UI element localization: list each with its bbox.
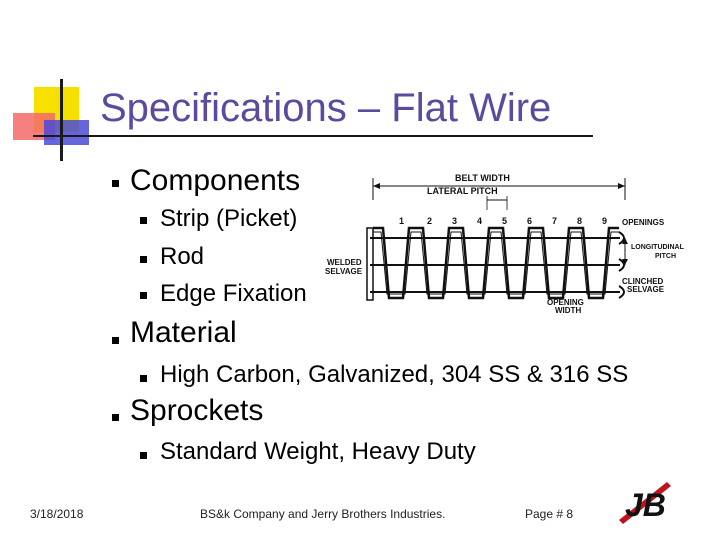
- picket-inner: [373, 231, 619, 295]
- opening-number: 9: [602, 216, 607, 226]
- bullet-marker: [140, 375, 147, 382]
- bullet-marker: [140, 217, 147, 224]
- welded-selvage: [366, 227, 374, 301]
- logo-letters: JB: [625, 487, 666, 523]
- opening-number: 8: [577, 216, 582, 226]
- arrow-head: [618, 183, 625, 189]
- bullet-marker: [140, 292, 147, 299]
- picket: [373, 226, 619, 300]
- jb-logo: JB: [619, 482, 671, 524]
- label-belt-width: BELT WIDTH: [455, 173, 510, 183]
- bullet-strip: Strip (Picket): [160, 205, 298, 232]
- bullet-rod: Rod: [160, 243, 205, 270]
- bullet-marker: [112, 337, 119, 344]
- opening-number: 4: [477, 216, 482, 226]
- label-welded: WELDED: [327, 258, 362, 267]
- footer-page-number: Page # 8: [525, 507, 574, 521]
- bullet-marker: [140, 452, 147, 459]
- bullet-marker: [112, 180, 119, 187]
- bullet-sprockets: Sprockets: [130, 394, 264, 427]
- label-clinched: CLINCHED: [622, 277, 664, 286]
- label-opening: OPENING: [547, 298, 584, 307]
- label-lateral-pitch: LATERAL PITCH: [427, 186, 498, 196]
- bullet-edge-fixation: Edge Fixation: [160, 280, 307, 307]
- slide-title: Specifications – Flat Wire: [100, 86, 552, 130]
- clinched-selvage: [618, 231, 625, 299]
- decor-blue-square: [44, 120, 89, 145]
- logo-stripe: [619, 482, 671, 524]
- label-longitudinal: LONGITUDINAL: [631, 244, 685, 251]
- opening-number: 1: [399, 216, 404, 226]
- opening-number: 7: [552, 216, 557, 226]
- flat-wire-belt-diagram: BELT WIDTH LATERAL PITCH 1 2 3 4 5 6 7 8…: [325, 173, 685, 315]
- label-welded-selvage: SELVAGE: [325, 267, 363, 276]
- label-pitch: PITCH: [655, 253, 676, 260]
- label-clinched-selvage: SELVAGE: [627, 285, 665, 294]
- bullet-components: Components: [130, 164, 301, 197]
- bullet-material-detail: High Carbon, Galvanized, 304 SS & 316 SS: [160, 361, 629, 388]
- arrow-head: [373, 183, 380, 189]
- label-opening-width: WIDTH: [555, 306, 581, 315]
- footer-date: 3/18/2018: [30, 507, 84, 521]
- decor-vertical-line: [60, 79, 63, 161]
- opening-number: 3: [452, 216, 457, 226]
- footer-company: BS&k Company and Jerry Brothers Industri…: [200, 507, 446, 521]
- title-underline: [33, 135, 593, 137]
- opening-number: 2: [427, 216, 432, 226]
- opening-number: 5: [502, 216, 507, 226]
- bullet-sprockets-detail: Standard Weight, Heavy Duty: [160, 438, 476, 465]
- opening-numbers: 1 2 3 4 5 6 7 8 9: [399, 216, 607, 226]
- opening-number: 6: [527, 216, 532, 226]
- bullet-material: Material: [130, 316, 237, 349]
- bullet-marker: [140, 256, 147, 263]
- bullet-marker: [112, 414, 119, 421]
- label-openings: OPENINGS: [622, 218, 665, 227]
